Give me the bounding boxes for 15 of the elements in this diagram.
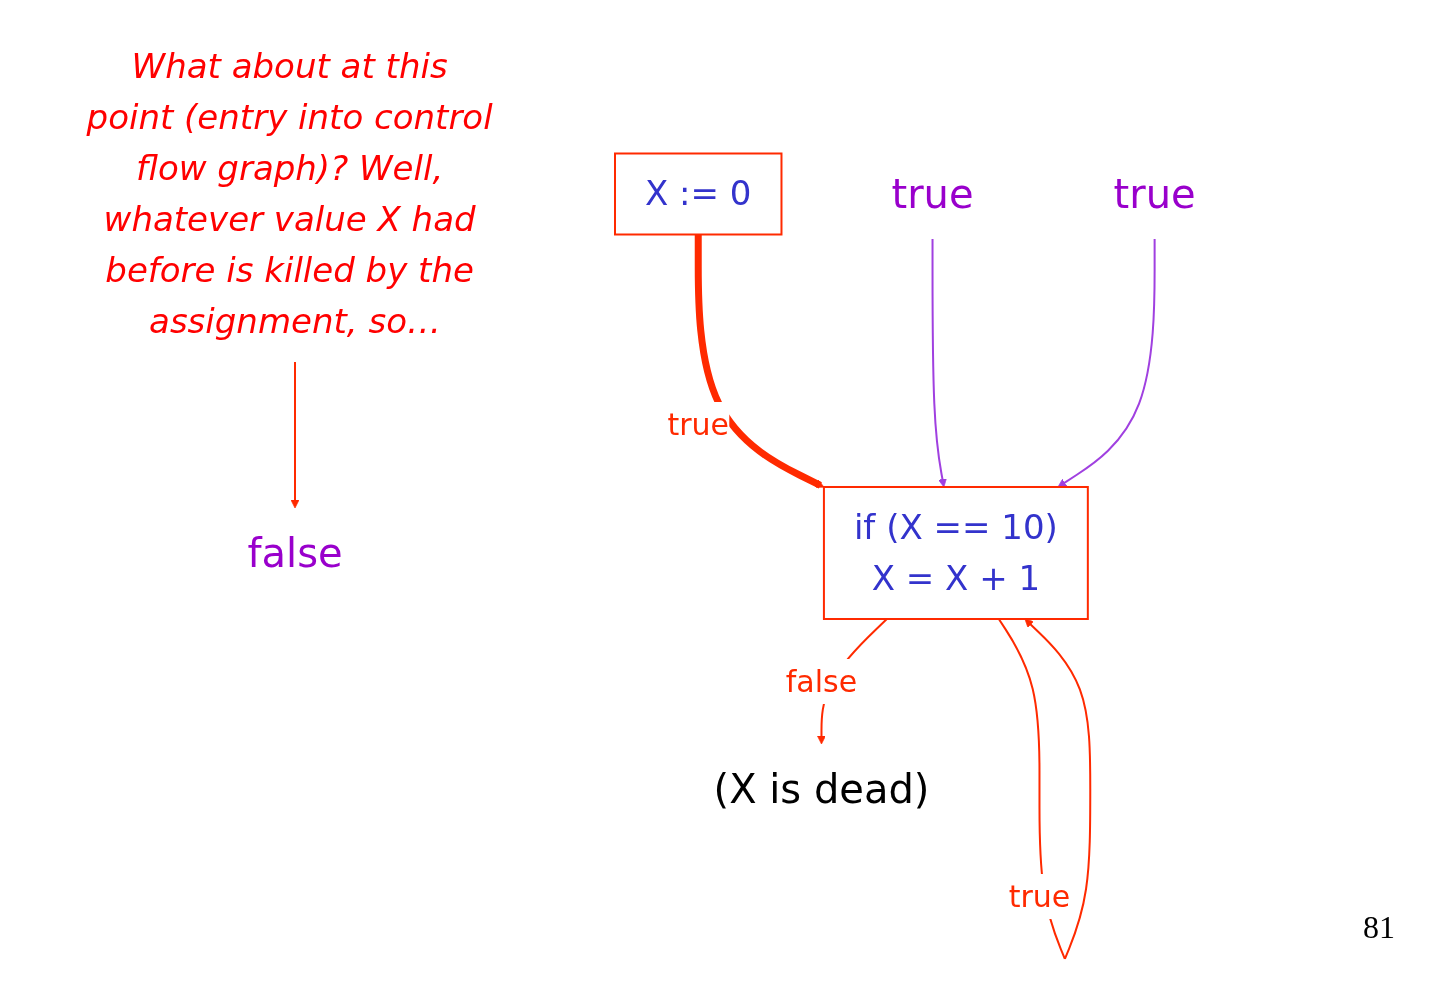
node-text: true xyxy=(1113,171,1196,218)
node-box: if (X == 10) X = X + 1 xyxy=(822,486,1089,621)
node-text: What about at this point (entry into control flow graph)? Well, whatever value X had before is killed by the assignment, so… xyxy=(86,46,493,342)
page-number: 81 xyxy=(1363,909,1395,946)
node-text: true xyxy=(891,171,974,218)
arrow xyxy=(694,234,824,489)
node-box: X := 0 xyxy=(613,152,783,236)
node-text: (X is dead) xyxy=(713,766,930,813)
arrow xyxy=(1057,238,1156,488)
edge-label: true xyxy=(667,407,729,443)
node-text: false xyxy=(247,530,343,577)
arrow xyxy=(931,238,947,488)
edge-label: true xyxy=(1008,879,1070,915)
arrow xyxy=(290,361,300,509)
edge-label: false xyxy=(785,664,857,700)
